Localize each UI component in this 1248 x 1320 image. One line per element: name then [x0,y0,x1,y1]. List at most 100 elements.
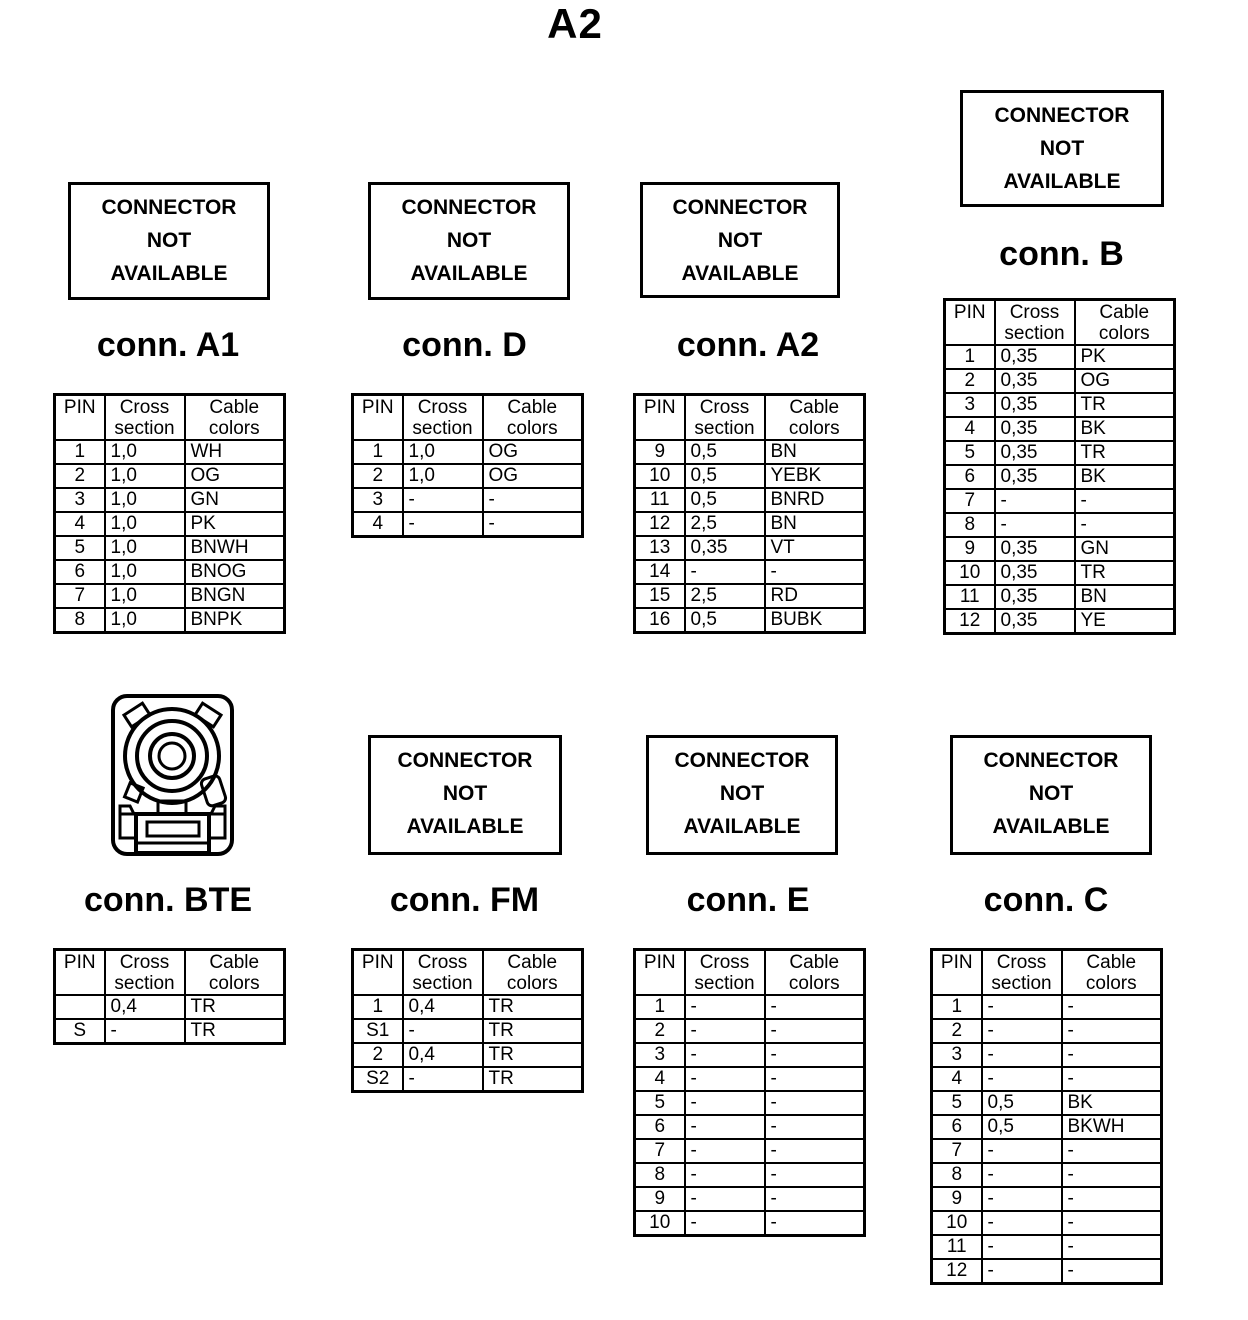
pin-header: PIN [943,298,996,346]
pin-number-cell: 6 [633,1114,686,1140]
pin-row: 6-- [633,1114,866,1140]
pin-header: PIN [930,948,983,996]
cable-color-cell: - [763,994,866,1020]
cable-color-cell: - [763,1066,866,1092]
pin-number-cell: 1 [351,439,404,465]
pin-row: 2-- [633,1018,866,1044]
cross-section-cell: - [401,511,484,537]
cross-section-cell: 0,5 [683,439,766,465]
cable-color-cell: - [1060,1042,1163,1068]
connector-label-a1: conn. A1 [96,326,240,364]
pin-number-cell: 4 [633,1066,686,1092]
cross-section-cell: 0,5 [980,1114,1063,1140]
pin-row: S1-TR [351,1018,584,1044]
cross-section-cell: 0,35 [993,560,1076,586]
pin-number-cell: 2 [53,463,106,489]
cable-color-cell: - [1060,1018,1163,1044]
connector-not-available-box-b: CONNECTOR NOT AVAILABLE [960,90,1164,207]
na-line: CONNECTOR [994,104,1130,127]
pin-number-cell: 16 [633,607,686,633]
bte-connector-drawing [111,694,234,856]
cable-color-cell: RD [763,583,866,609]
pin-number-cell: 8 [930,1162,983,1188]
cable-color-cell: - [763,1210,866,1236]
cross-section-cell: 0,35 [993,416,1076,442]
pin-row: 7-- [633,1138,866,1164]
pin-row: 5-- [633,1090,866,1116]
na-line: AVAILABLE [992,815,1110,838]
pin-number-cell: 15 [633,583,686,609]
cross-section-cell: - [683,1186,766,1212]
pin-number-cell: 5 [633,1090,686,1116]
pin-row: 9-- [633,1186,866,1212]
cable-color-cell: - [763,1090,866,1116]
cross-section-cell: - [683,1210,766,1236]
cross-section-cell: - [683,1066,766,1092]
pin-number-cell: 9 [633,1186,686,1212]
pin-number-cell: 6 [930,1114,983,1140]
pin-number-cell: 8 [633,1162,686,1188]
cross-section-cell: - [980,1162,1063,1188]
cable-color-cell: OG [183,463,286,489]
cross-section-cell: - [980,1210,1063,1236]
na-line: NOT [146,229,192,252]
pin-row: 12-- [930,1258,1163,1284]
pin-number-cell: 1 [351,994,404,1020]
cross-section-cell: - [993,512,1076,538]
cable-color-cell: YE [1073,608,1176,634]
connector-not-available-box-c: CONNECTOR NOT AVAILABLE [950,735,1152,855]
pin-row: 11-- [930,1234,1163,1260]
na-line: NOT [717,229,763,252]
cable-color-cell: YEBK [763,463,866,489]
pin-number-cell: 10 [930,1210,983,1236]
cable-color-cell: TR [1073,560,1176,586]
na-line: CONNECTOR [674,749,810,772]
pin-number-cell: 1 [930,994,983,1020]
na-line: AVAILABLE [110,262,228,285]
cross-section-cell: - [980,1138,1063,1164]
cable-color-cell: BUBK [763,607,866,633]
cable-color-cell: - [1060,1234,1163,1260]
cross-section-cell: 1,0 [103,463,186,489]
cross-section-cell: - [980,1018,1063,1044]
cable-color-cell: BN [763,439,866,465]
cable-color-cell: - [763,1138,866,1164]
connector-not-available-box-d: CONNECTOR NOT AVAILABLE [368,182,570,300]
cross-section-cell: 1,0 [401,439,484,465]
pin-number-cell: 3 [930,1042,983,1068]
cross-section-cell: 0,5 [683,463,766,489]
na-line: CONNECTOR [983,749,1119,772]
pin-number-cell: S [53,1018,106,1044]
pin-number-cell: 2 [351,463,404,489]
cross-section-cell: 0,4 [401,1042,484,1068]
cross-section-cell: 1,0 [401,463,484,489]
cable-color-cell: - [763,559,866,585]
pin-number-cell: 2 [930,1018,983,1044]
connector-label-d: conn. D [402,326,527,364]
pin-number-cell: 4 [53,511,106,537]
na-line: NOT [1028,782,1074,805]
pin-row: 10-- [930,1210,1163,1236]
cable-color-cell: WH [183,439,286,465]
cable-color-cell: BNOG [183,559,286,585]
cable-color-cell: BNWH [183,535,286,561]
